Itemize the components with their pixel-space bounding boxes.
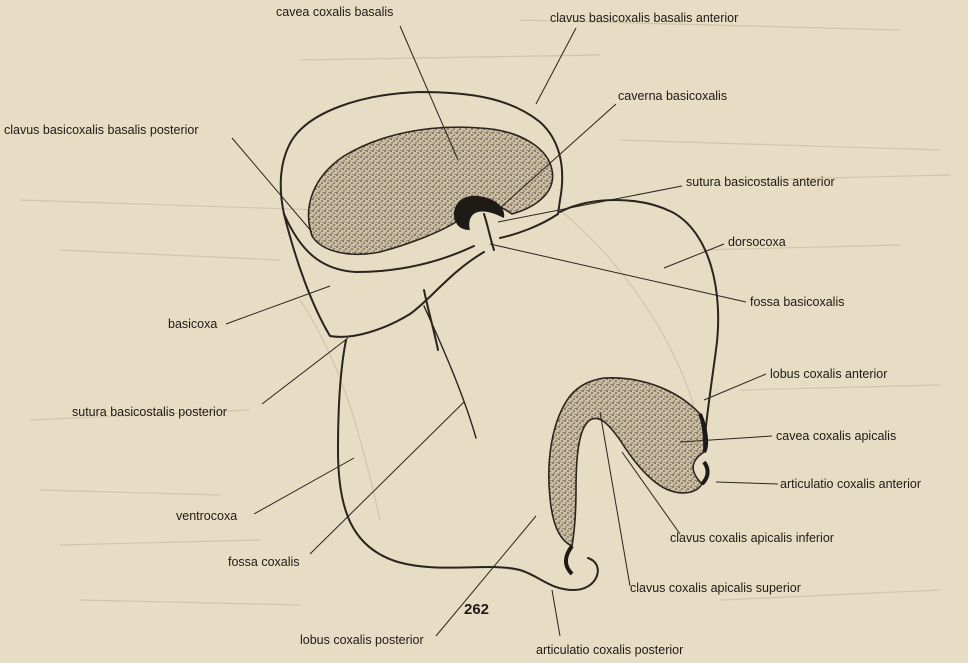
basicoxa-cylinder [281,92,562,337]
label-basicoxa: basicoxa [168,317,217,331]
background-show-through [20,20,950,605]
label-sutura-basicostalis-anterior: sutura basicostalis anterior [686,175,835,189]
cavea-coxalis-apicalis-shape [549,378,704,546]
label-articulatio-coxalis-anterior: articulatio coxalis anterior [780,477,921,491]
cavea-coxalis-basalis-shape [309,127,553,254]
label-cavea-coxalis-basalis: cavea coxalis basalis [276,5,393,19]
label-fossa-basicoxalis: fossa basicoxalis [750,295,845,309]
label-clavus-coxalis-apicalis-inferior: clavus coxalis apicalis inferior [670,531,834,545]
label-ventrocoxa: ventrocoxa [176,509,237,523]
label-articulatio-coxalis-posterior: articulatio coxalis posterior [536,643,683,657]
label-sutura-basicostalis-posterior: sutura basicostalis posterior [72,405,227,419]
label-clavus-basicoxalis-basalis-anterior: clavus basicoxalis basalis anterior [550,11,738,25]
label-fossa-coxalis: fossa coxalis [228,555,300,569]
figure-number: 262 [464,601,489,618]
label-lobus-coxalis-posterior: lobus coxalis posterior [300,633,424,647]
label-dorsocoxa: dorsocoxa [728,235,786,249]
labels: cavea coxalis basalis clavus basicoxalis… [4,5,921,657]
label-cavea-coxalis-apicalis: cavea coxalis apicalis [776,429,896,443]
label-lobus-coxalis-anterior: lobus coxalis anterior [770,367,887,381]
label-clavus-coxalis-apicalis-superior: clavus coxalis apicalis superior [630,581,801,595]
label-caverna-basicoxalis: caverna basicoxalis [618,89,727,103]
label-clavus-basicoxalis-basalis-posterior: clavus basicoxalis basalis posterior [4,123,199,137]
